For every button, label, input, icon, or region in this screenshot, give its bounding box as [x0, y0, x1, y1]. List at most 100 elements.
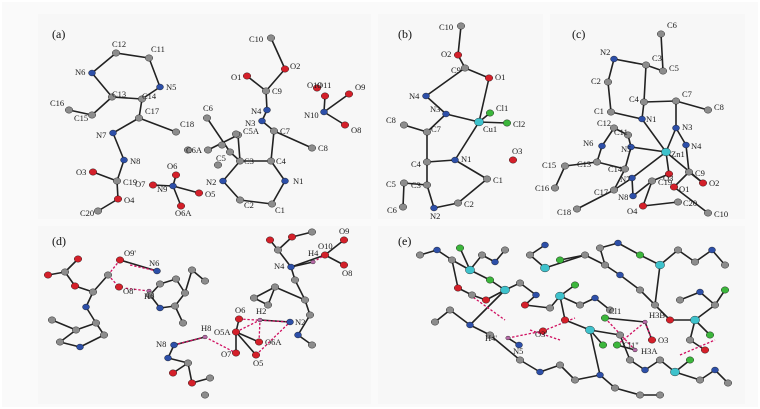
- atom-label-c-o3: O3: [663, 173, 673, 183]
- skeleton-atom-4-46: [676, 296, 685, 304]
- skeleton-atom-3-5: [294, 331, 302, 339]
- bond-d-4: [290, 261, 314, 268]
- atom-label-c-c16: C16: [535, 183, 549, 193]
- bond-a-31: [239, 199, 273, 205]
- atom-e-cl1: [601, 314, 610, 322]
- skeleton-atom-4-55: [616, 271, 624, 279]
- skeleton-bond-4-39: [614, 387, 641, 396]
- skeleton-bond-4-25: [589, 329, 621, 336]
- atom-a-o4: [113, 195, 122, 203]
- skeleton-atom-4-18: [571, 281, 580, 289]
- bond-b-9: [426, 113, 447, 133]
- atom-label-a-c12: C12: [112, 39, 126, 49]
- atom-label-a-c7: C7: [280, 126, 290, 136]
- skeleton-atom-4-16: [546, 304, 555, 312]
- atom-a-o5: [194, 189, 203, 197]
- skeleton-atom-4-21: [606, 306, 615, 314]
- atom-label-c-c9: C9: [695, 168, 705, 178]
- skeleton-atom-4-44: [466, 321, 474, 329]
- atom-a-n3: [258, 117, 266, 125]
- atom-label-d-o6a: O6A: [265, 337, 282, 347]
- hydrogen-bond-8: [258, 319, 261, 343]
- atom-b-n4: [422, 92, 430, 100]
- atom-c-o1: [670, 183, 679, 191]
- skeleton-atom-4-6: [491, 258, 499, 266]
- bond-b-4: [425, 95, 447, 115]
- bond-c-5: [610, 111, 643, 120]
- skeleton-atom-4-53: [651, 301, 660, 309]
- atom-label-a-c6: C6: [203, 103, 213, 113]
- atom-a-n1: [281, 177, 289, 185]
- skeleton-atom-0-11: [76, 343, 84, 351]
- atom-c-o4: [639, 202, 648, 210]
- atom-label-d-o5: O5: [253, 358, 263, 368]
- skeleton-atom-3-3: [301, 296, 310, 304]
- bond-a-30: [222, 180, 241, 201]
- atom-c-n5: [627, 143, 635, 151]
- atom-c-c14: [621, 165, 630, 173]
- atom-a-o9: [345, 90, 354, 98]
- atom-label-d-o9: O9: [339, 226, 349, 236]
- skeleton-bond-3-7: [294, 279, 306, 301]
- atom-label-c-c11: C11: [614, 127, 628, 137]
- atom-a-c15: [87, 111, 96, 119]
- atom-label-c-c8: C8: [714, 102, 724, 112]
- atom-a-c11: [144, 54, 153, 62]
- bond-c-23: [624, 146, 632, 170]
- atom-d-o5a: [231, 328, 240, 336]
- atom-c-n1: [638, 115, 646, 123]
- bond-a-32: [271, 180, 286, 205]
- skeleton-atom-0-4: [88, 288, 97, 296]
- atom-label-a-o5: O5: [205, 189, 215, 199]
- atom-b-n2: [430, 204, 438, 212]
- skeleton-bond-4-44: [489, 334, 521, 361]
- atom-d-o6a: [254, 338, 263, 346]
- atom-label-b-n2: N2: [430, 211, 440, 221]
- atom-c-c7: [672, 97, 681, 105]
- atom-label-c-n7: N7: [620, 174, 630, 184]
- atom-a-n9: [169, 182, 177, 190]
- atom-label-c-c18: C18: [557, 207, 571, 217]
- atom-label-a-c16: C16: [50, 98, 64, 108]
- atom-label-c-n8: N8: [618, 192, 628, 202]
- atom-d-n2: [286, 318, 294, 326]
- hydrogen-bond-11: [507, 330, 544, 339]
- hydrogen-bond-16: [469, 294, 506, 321]
- atom-c-c17: [610, 186, 619, 194]
- atom-a-c7: [270, 127, 279, 135]
- atom-label-c-c14: C14: [608, 164, 623, 174]
- atom-a-n5: [156, 83, 164, 91]
- atom-label-c-c20: C20: [683, 198, 697, 208]
- atom-label-c-n5: N5: [621, 144, 631, 154]
- skeleton-atom-4-51: [706, 331, 715, 339]
- atom-a-c19: [112, 177, 121, 185]
- atom-a-c9: [262, 87, 271, 95]
- hydrogen-bond-9: [255, 321, 291, 356]
- extra-atom-3: [213, 161, 222, 169]
- skeleton-atom-4-10: [468, 291, 477, 299]
- atom-d-n4: [287, 263, 295, 271]
- bond-b-2: [464, 67, 490, 79]
- atom-e-h4: [505, 335, 511, 341]
- atom-label-e-h4: H4': [485, 333, 497, 343]
- skeleton-atom-4-65: [655, 260, 665, 270]
- atom-c-c20: [674, 198, 683, 206]
- bond-b-19: [457, 178, 488, 204]
- atom-c-o2: [699, 179, 708, 187]
- skeleton-atom-3-1: [271, 283, 280, 291]
- atom-d-n6: [153, 267, 161, 275]
- atom-c-c18: [573, 205, 582, 213]
- atom-label-a-o10: O10: [307, 80, 322, 90]
- skeleton-atom-4-47: [696, 288, 704, 296]
- atom-label-a-n5: N5: [166, 82, 176, 92]
- panel-label-e: (e): [398, 234, 411, 248]
- bond-b-17: [426, 184, 435, 209]
- panel-label-a: (a): [52, 27, 65, 41]
- skeleton-atom-2-5: [164, 354, 172, 362]
- skeleton-atom-4-58: [556, 256, 565, 264]
- atom-label-b-c2: C2: [464, 199, 474, 209]
- atom-label-a-c5a: C5A: [243, 126, 260, 136]
- skeleton-atom-4-49: [721, 286, 730, 294]
- atom-label-a-c2: C2: [244, 200, 254, 210]
- atom-e-h3b: [642, 319, 648, 325]
